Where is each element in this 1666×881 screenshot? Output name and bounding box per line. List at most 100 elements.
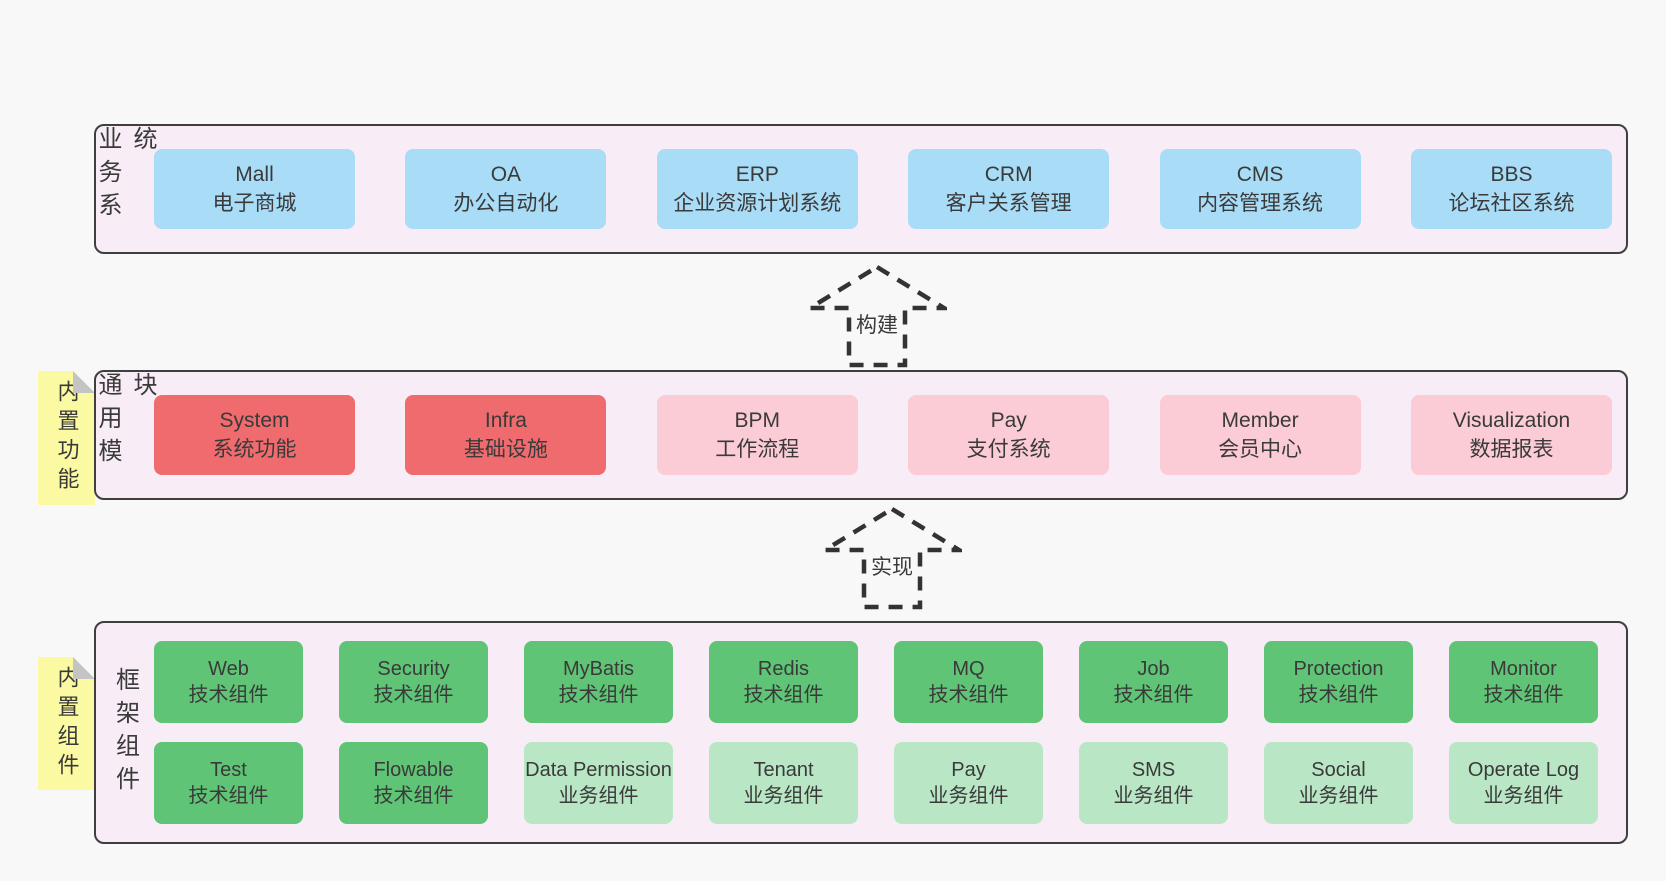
box-desc: 技术组件 [188,784,269,807]
box-desc: 系统功能 [212,438,297,461]
box-name: Monitor [1490,658,1557,681]
layer-label-framework: 框架组件 [96,623,154,842]
layer-framework-components: 框架组件 Web 技术组件 Security 技术组件 MyBatis 技术组件… [94,621,1628,844]
box-desc: 会员中心 [1218,438,1303,461]
box-name: MQ [952,658,985,681]
layer-common-modules: 通用模块 System 系统功能 Infra 基础设施 BPM 工作流程 Pay… [94,370,1628,500]
box-test: Test 技术组件 [154,741,303,824]
box-desc: 电子商城 [212,192,297,215]
sticky-note-builtin-components: 内置组件 [38,657,95,790]
arrow-build-label: 构建 [807,308,947,340]
box-desc: 业务组件 [743,784,824,807]
box-desc: 客户关系管理 [945,192,1072,215]
box-desc: 支付系统 [966,438,1051,461]
box-name: OA [490,163,522,186]
box-name: Member [1221,409,1299,432]
layer-label-text: 业务系统 [94,126,156,225]
box-mall: Mall 电子商城 [154,149,355,229]
box-name: Mall [235,163,274,186]
framework-box-row-2: Test 技术组件 Flowable 技术组件 Data Permission … [154,741,1598,824]
box-social: Social 业务组件 [1264,741,1413,824]
box-security: Security 技术组件 [339,641,488,724]
layer-business-systems: 业务系统 Mall 电子商城 OA 办公自动化 ERP 企业资源计划系统 CRM… [94,124,1628,254]
box-name: Job [1137,658,1170,681]
box-pay-system: Pay 支付系统 [908,395,1110,475]
box-name: CMS [1236,163,1284,186]
box-sms: SMS 业务组件 [1079,741,1228,824]
arrow-implement: 实现 [822,506,962,610]
dashed-up-arrow-icon [807,264,947,368]
box-crm: CRM 客户关系管理 [908,149,1110,229]
box-name: Security [377,658,450,681]
box-name: Redis [757,658,810,681]
box-monitor: Monitor 技术组件 [1449,641,1598,724]
box-cms: CMS 内容管理系统 [1159,149,1361,229]
box-desc: 业务组件 [1298,784,1379,807]
box-desc: 技术组件 [1298,684,1379,707]
arrow-build: 构建 [807,264,947,368]
box-mybatis: MyBatis 技术组件 [524,641,673,724]
box-bpm: BPM 工作流程 [656,395,858,475]
box-desc: 数据报表 [1469,438,1554,461]
dashed-up-arrow-icon [822,506,962,610]
box-name: Flowable [373,758,454,781]
box-name: BPM [734,409,781,432]
box-name: SMS [1131,758,1176,781]
box-name: System [219,409,290,432]
box-desc: 技术组件 [373,784,454,807]
sticky-note-builtin-features: 内置功能 [38,371,95,505]
box-member: Member 会员中心 [1159,395,1361,475]
box-desc: 技术组件 [1113,684,1194,707]
layer-label-business: 业务系统 [94,126,156,252]
box-desc: 工作流程 [715,438,800,461]
box-desc: 技术组件 [558,684,639,707]
box-name: Protection [1293,658,1384,681]
box-name: Pay [990,409,1027,432]
box-erp: ERP 企业资源计划系统 [656,149,858,229]
box-flowable: Flowable 技术组件 [339,741,488,824]
box-infra: Infra 基础设施 [405,395,607,475]
box-desc: 内容管理系统 [1197,192,1324,215]
box-desc: 基础设施 [463,438,548,461]
box-desc: 业务组件 [1483,784,1564,807]
box-name: Social [1311,758,1366,781]
box-name: BBS [1490,163,1533,186]
box-name: Visualization [1452,409,1571,432]
box-name: Data Permission [525,758,672,781]
box-name: ERP [735,163,779,186]
box-operate-log: Operate Log 业务组件 [1449,741,1598,824]
arrow-label-text: 构建 [853,308,901,340]
box-pay-component: Pay 业务组件 [894,741,1043,824]
box-data-permission: Data Permission 业务组件 [524,741,673,824]
note-label: 内置组件 [54,665,80,782]
framework-rows: Web 技术组件 Security 技术组件 MyBatis 技术组件 Redi… [154,623,1626,842]
box-name: Operate Log [1467,758,1580,781]
box-name: MyBatis [562,658,635,681]
box-desc: 技术组件 [743,684,824,707]
layer-label-text: 通用模块 [94,372,156,471]
note-label: 内置功能 [54,380,80,496]
box-system: System 系统功能 [154,395,355,475]
box-desc: 企业资源计划系统 [673,192,842,215]
box-name: Web [208,658,249,681]
box-desc: 技术组件 [928,684,1009,707]
note-fold-icon [73,657,95,679]
box-desc: 技术组件 [1483,684,1564,707]
box-name: Pay [951,758,986,781]
box-desc: 业务组件 [1113,784,1194,807]
box-tenant: Tenant 业务组件 [709,741,858,824]
modules-box-row: System 系统功能 Infra 基础设施 BPM 工作流程 Pay 支付系统… [154,372,1626,498]
box-name: Infra [484,409,527,432]
arrow-label-text: 实现 [868,550,916,582]
box-name: Tenant [753,758,814,781]
box-job: Job 技术组件 [1079,641,1228,724]
box-name: CRM [984,163,1033,186]
layer-label-text: 框架组件 [111,666,139,799]
layer-label-modules: 通用模块 [94,372,156,498]
box-mq: MQ 技术组件 [894,641,1043,724]
box-desc: 技术组件 [188,684,269,707]
box-bbs: BBS 论坛社区系统 [1410,149,1612,229]
box-desc: 业务组件 [558,784,639,807]
box-desc: 论坛社区系统 [1448,192,1575,215]
